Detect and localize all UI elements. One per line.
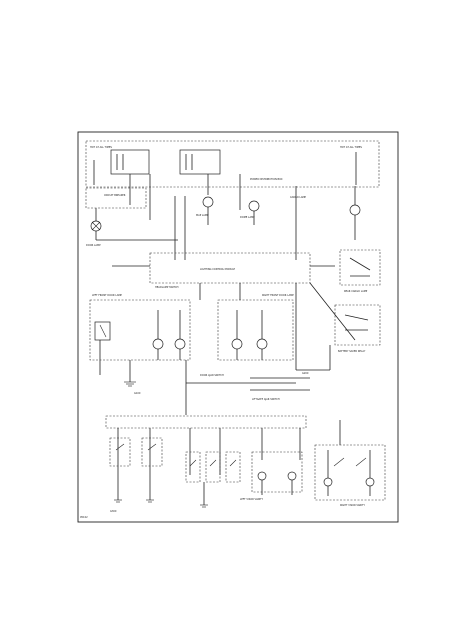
- front-door-lamps-right: RIGHT FRONT DOOR LAMP: [217, 294, 294, 361]
- door-ajar-switch-label: DOOR AJAR SWITCH: [200, 374, 224, 377]
- liftgate-ajar-switch-label: LIFTGATE AJAR SWITCH: [252, 398, 280, 401]
- g300-label: G300: [110, 510, 117, 513]
- left-front-door-lamp-label: LEFT FRONT DOOR LAMP: [92, 294, 122, 297]
- g100-label: G100: [134, 392, 141, 395]
- lighting-control-module-label: LIGHTING CONTROL MODULE: [200, 268, 236, 271]
- hot-at-all-times-right: HOT AT ALL TIMES: [340, 146, 362, 149]
- door-lamp-label: DOOR LAMP: [86, 244, 101, 247]
- circuit-breaker-label: CIRCUIT BREAKER: [104, 194, 126, 197]
- cargo-lamp-label: CARGO LAMP: [290, 196, 307, 199]
- headlamp-switch-label: HEADLAMP SWITCH: [155, 286, 179, 289]
- right-cargo-section: CARGO LAMP REAR CARGO LAMP BATTERY SAVER…: [290, 186, 381, 353]
- rear-cargo-lamp-label: REAR CARGO LAMP: [344, 290, 368, 293]
- diagram-frame: [77, 131, 399, 523]
- middle-connectors: DOOR AJAR SWITCH LIFTGATE AJAR SWITCH G2…: [185, 345, 331, 415]
- bottom-switches: [109, 437, 241, 505]
- power-dist-box-label: POWER DISTRIBUTION BOX: [250, 178, 283, 181]
- dome-lamp-label: DOME LAMP: [240, 216, 255, 219]
- left-visor-vanity-label: LEFT VISOR VANITY: [240, 498, 264, 501]
- right-visor-vanity-label: RIGHT VISOR VANITY: [340, 504, 365, 507]
- power-bus: HOT AT ALL TIMES HOT AT ALL TIMES: [85, 140, 380, 188]
- g200-label: G200: [302, 372, 309, 375]
- right-front-door-lamp-label: RIGHT FRONT DOOR LAMP: [262, 294, 294, 297]
- lighting-control-bus: LIGHTING CONTROL MODULE HEADLAMP SWITCH: [112, 252, 356, 370]
- battery-saver-relay-label: BATTERY SAVER RELAY: [338, 350, 366, 353]
- footer-code: 95102: [80, 516, 88, 519]
- front-door-lamps-left: LEFT FRONT DOOR LAMP G100: [89, 294, 191, 395]
- top-lamps: MAP LAMP DOME LAMP POWER DISTRIBUTION BO…: [174, 174, 283, 260]
- visor-vanity-lamps: LEFT VISOR VANITY: [240, 451, 303, 501]
- map-lamp-label: MAP LAMP: [196, 214, 209, 217]
- circuit-breaker-area: CIRCUIT BREAKER DOOR LAMP: [85, 174, 178, 247]
- bottom-grounds: G300: [110, 499, 208, 513]
- hot-at-all-times-left: HOT AT ALL TIMES: [90, 146, 112, 149]
- right-bottom-lamps: RIGHT VISOR VANITY: [314, 420, 386, 507]
